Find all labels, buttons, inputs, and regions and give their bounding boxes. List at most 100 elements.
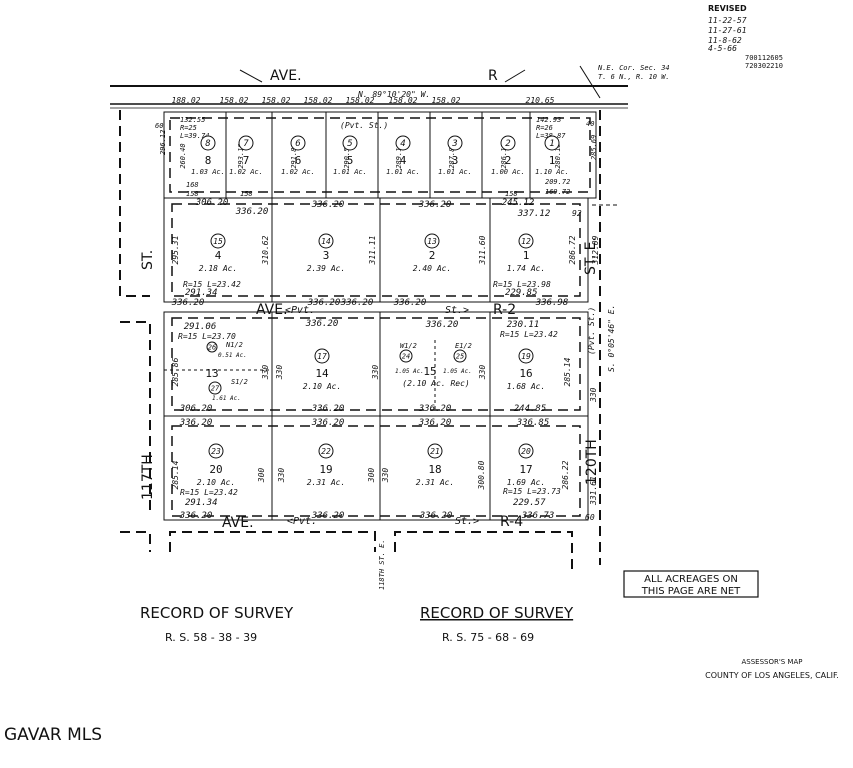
pvt-bottom: <Pvt.	[287, 516, 317, 527]
dimension-width: 306.20	[179, 404, 213, 414]
lot-circle-marker	[518, 443, 534, 459]
lot-number: 15	[423, 365, 436, 378]
note-line: ALL ACREAGES ON	[644, 574, 738, 585]
lot-number: 4	[400, 154, 407, 167]
pvt-st-top: (Pvt. St.)	[340, 121, 388, 130]
lot-area: 1.05 Ac.	[443, 368, 472, 375]
lot-number: 8	[205, 154, 212, 167]
lot-circle-marker	[395, 135, 411, 151]
dimension-side: 60	[585, 513, 595, 522]
record-of-survey-right: RECORD OF SURVEY R. S. 75 - 68 - 69	[420, 604, 574, 644]
dimension-depth: 330	[478, 365, 487, 381]
lot-circle-number: 24	[402, 352, 410, 360]
lot-number: 6	[295, 154, 302, 167]
avenue-r-road: AVE. R N. 89°10'20" W.	[110, 65, 628, 109]
lot-circle-number: 27	[211, 384, 220, 392]
dimension-width: 336.20	[311, 511, 345, 521]
lot-area: 0.51 Ac.	[218, 352, 247, 359]
lot-number: 20	[209, 463, 222, 476]
lot-circle-marker	[544, 135, 560, 151]
lot-number: 13	[205, 367, 218, 380]
pvt-middle: <Pvt.	[285, 305, 315, 316]
lot-number: 17	[519, 463, 532, 476]
dimension-depth: 285.14	[171, 460, 180, 489]
dimension-width: 336.20	[393, 298, 427, 308]
lot-circle-marker	[500, 135, 516, 151]
survey-ref-left: R. S. 58 - 38 - 39	[165, 631, 257, 644]
dimension-width: 158.02	[389, 96, 418, 105]
dimension-depth: 312.09	[591, 235, 600, 265]
assessor-county: COUNTY OF LOS ANGELES, CALIF.	[705, 671, 839, 680]
dimension-depth: 311.60	[478, 235, 487, 265]
dimension-width: 336.20	[418, 418, 452, 428]
lot-circle-marker	[200, 135, 216, 151]
dimension-depth: 311.11	[368, 236, 377, 266]
dimension-depth: 310.62	[261, 235, 270, 265]
curve-data: R=15 L=23.70	[178, 332, 236, 341]
curve-data: R=15 L=23.42	[500, 330, 558, 339]
lot-circle-marker	[518, 233, 534, 249]
dimension-width: 158.02	[304, 96, 333, 105]
dimension-width: 336.20	[418, 200, 452, 210]
lot-circle-number: 4	[400, 139, 405, 149]
mls-watermark: GAVAR MLS	[4, 725, 102, 745]
lot-circle-number: 21	[430, 447, 440, 456]
lot-circle-marker	[290, 135, 306, 151]
st-bottom: St.>	[455, 516, 479, 527]
dimension-depth: 286.18	[500, 143, 508, 168]
lot-circle-marker	[518, 348, 534, 364]
lot-number: 7	[243, 154, 250, 167]
curve-data: R=15 L=23.98	[493, 280, 551, 289]
dimension-depth: 280.18	[554, 143, 562, 168]
lot-circle-marker	[208, 381, 222, 395]
revised-code: 700112605	[745, 54, 783, 62]
lot-area: 2.31 Ac.	[307, 478, 346, 487]
row2-lots	[163, 197, 589, 303]
lot-circle-number: 12	[521, 237, 531, 246]
dimension-width: 291.06	[184, 322, 217, 332]
survey-title-left: RECORD OF SURVEY	[140, 604, 294, 622]
dimension-side: 331.61	[589, 476, 598, 506]
dimension-width: 158	[505, 190, 518, 198]
lot-area: 1.01 Ac.	[438, 168, 472, 176]
lot-area: 1.68 Ac.	[507, 382, 546, 391]
dimension-width: 337.12	[517, 209, 551, 219]
dimension-width: 336.73	[521, 511, 555, 521]
lot-number: 1	[523, 249, 530, 262]
dimension-side: 92	[572, 209, 582, 218]
lot-number: 1	[549, 154, 556, 167]
lot-area: 1.02 Ac.	[229, 168, 263, 176]
lot-number: 19	[319, 463, 332, 476]
avenue-bottom: AVE.	[222, 515, 254, 531]
lot-number: 3	[323, 249, 330, 262]
lot-circle-number: 5	[347, 139, 352, 149]
lot-number: 4	[215, 249, 222, 262]
revised-date: 11-8-62	[708, 36, 742, 45]
lot-circle-marker	[318, 233, 334, 249]
dimension-width: 336.20	[419, 511, 453, 521]
dimension-depth: 289.16	[395, 143, 403, 168]
dimension-width: 158.02	[262, 96, 291, 105]
dimension-width: 336.20	[171, 298, 205, 308]
dimension-width: 188.02	[172, 96, 201, 105]
lot-circle-marker	[424, 233, 440, 249]
lot-circle-marker	[447, 135, 463, 151]
dimension-depth: 300	[257, 468, 266, 484]
survey-ref-right: R. S. 75 - 68 - 69	[442, 631, 534, 644]
avenue-middle: AVE.	[256, 302, 288, 318]
lot-circle-number: 14	[321, 237, 331, 246]
dimension-width: 158.02	[432, 96, 461, 105]
dimension-width: 336.20	[307, 298, 341, 308]
lot-area: 2.40 Ac.	[413, 264, 452, 273]
revised-date: 11-27-61	[708, 26, 747, 35]
curve-data: 132.55	[180, 116, 205, 124]
dimension-depth: 295.31	[171, 236, 180, 265]
lot-circle-number: 1	[549, 139, 554, 149]
lot-circle-number: 23	[211, 447, 221, 456]
revised-date: 11-22-57	[708, 16, 747, 25]
lot-circle-number: 2	[505, 139, 510, 149]
lot-subdivision: W1/2	[400, 342, 417, 350]
lot-subdivision: S1/2	[231, 378, 248, 386]
dimension-width: 168	[186, 181, 199, 189]
dimension-width: 336.20	[340, 298, 374, 308]
